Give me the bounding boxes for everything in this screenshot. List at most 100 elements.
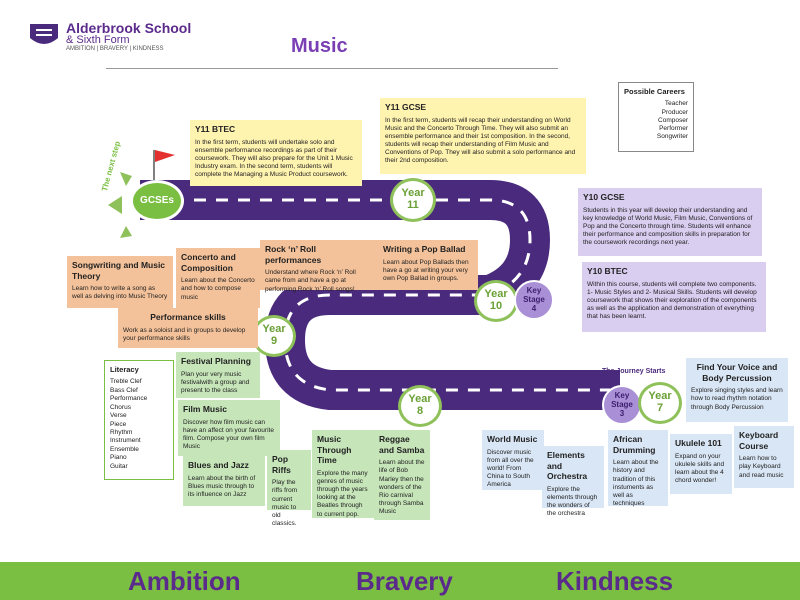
box-text: Learn about the history and tradition of… xyxy=(613,459,659,507)
box-title: Film Music xyxy=(183,404,227,414)
ks-label: Stage xyxy=(523,294,545,304)
year-number: 11 xyxy=(407,199,419,211)
literacy-item: Instrument xyxy=(110,437,141,445)
concerto-box: Concerto and Composition Learn about the… xyxy=(176,248,260,308)
school-motto: AMBITION | BRAVERY | KINDNESS xyxy=(66,46,164,52)
year-label: Year xyxy=(262,323,286,335)
year-9-stop: Year 9 xyxy=(252,315,296,357)
literacy-item: Guitar xyxy=(110,462,128,470)
film-music-box: Film Music Discover how film music can h… xyxy=(178,400,280,456)
year-label: Year xyxy=(484,288,508,300)
box-text: Plan your very music festivalwith a grou… xyxy=(181,370,250,394)
y10-btec-box: Y10 BTEC Within this course, students wi… xyxy=(582,262,766,332)
box-text: Learn how to play Keyboard and read musi… xyxy=(739,455,784,479)
year-8-stop: Year 8 xyxy=(398,385,442,427)
music-through-time-box: Music Through Time Explore the many genr… xyxy=(312,430,374,518)
literacy-item: Treble Clef xyxy=(110,378,142,386)
box-text: Expand on your ukulele skills and learn … xyxy=(675,452,725,484)
ukulele-box: Ukulele 101 Expand on your ukulele skill… xyxy=(670,434,732,494)
box-text: In the first term, students will recap t… xyxy=(385,116,576,165)
box-text: Learn about the life of Bob Marley then … xyxy=(379,459,425,515)
box-title: Performance skills xyxy=(150,312,226,322)
pop-riffs-box: Pop Riffs Play the riffs from current mu… xyxy=(267,450,311,527)
box-title: Music Through Time xyxy=(317,434,352,466)
box-title: Keyboard Course xyxy=(739,430,779,451)
year-number: 9 xyxy=(270,335,278,347)
careers-title: Possible Careers xyxy=(624,87,685,96)
page-title: Music xyxy=(291,35,348,57)
box-text: Students in this year will develop their… xyxy=(583,206,753,247)
box-text: Learn how to write a song as well as del… xyxy=(72,285,168,301)
box-title: Reggae and Samba xyxy=(379,434,425,455)
box-title: Y11 GCSE xyxy=(385,102,427,112)
keyboard-course-box: Keyboard Course Learn how to play Keyboa… xyxy=(734,426,794,488)
box-title: African Drumming xyxy=(613,434,656,455)
box-text: Discover how film music can have an affe… xyxy=(183,418,274,450)
songwriting-box: Songwriting and Music Theory Learn how t… xyxy=(67,256,173,308)
performance-box: Performance skills Work as a soloist and… xyxy=(118,308,258,348)
box-title: Y11 BTEC xyxy=(195,124,236,134)
literacy-box: Literacy Treble Clef Bass Clef Performan… xyxy=(104,360,174,480)
box-title: Festival Planning xyxy=(181,356,251,366)
box-title: Writing a Pop Ballad xyxy=(383,244,466,254)
career-item: Teacher xyxy=(664,100,688,108)
find-your-voice-box: Find Your Voice and Body Percussion Expl… xyxy=(686,358,788,422)
reggae-samba-box: Reggae and Samba Learn about the life of… xyxy=(374,430,430,520)
y10-gcse-box: Y10 GCSE Students in this year will deve… xyxy=(578,188,762,256)
school-name: Alderbrook School xyxy=(66,20,192,36)
box-title: Songwriting and Music Theory xyxy=(72,260,166,281)
y11-btec-box: Y11 BTEC In the first term, students wil… xyxy=(190,120,362,186)
box-text: Within this course, students will comple… xyxy=(587,280,757,321)
careers-box: Possible Careers Teacher Producer Compos… xyxy=(618,82,694,152)
literacy-item: Performance xyxy=(110,395,148,403)
year-label: Year xyxy=(648,390,672,402)
gcses-label: GCSEs xyxy=(140,195,174,206)
box-title: Y10 BTEC xyxy=(587,266,628,276)
career-item: Performer xyxy=(659,124,688,132)
key-stage-3-badge: Key Stage 3 xyxy=(602,385,642,425)
year-10-stop: Year 10 xyxy=(474,280,518,322)
box-title: Concerto and Composition xyxy=(181,252,236,273)
box-text: Work as a soloist and in groups to devel… xyxy=(123,326,246,342)
box-title: Rock ‘n’ Roll performances xyxy=(265,244,322,265)
box-title: Ukulele 101 xyxy=(675,438,722,448)
ks-label: 4 xyxy=(531,303,537,313)
year-number: 8 xyxy=(416,405,424,417)
journey-starts-label: The Journey Starts xyxy=(602,368,666,375)
box-text: Explore the many genres of music through… xyxy=(317,469,368,518)
box-title: Y10 GCSE xyxy=(583,192,625,202)
footer-ambition: Ambition xyxy=(128,566,241,596)
gcses-badge: GCSEs xyxy=(130,180,184,222)
box-text: Discover music from all over the world! … xyxy=(487,448,534,489)
elements-orchestra-box: Elements and Orchestra Explore the eleme… xyxy=(542,446,604,517)
literacy-item: Piano xyxy=(110,454,127,462)
literacy-item: Verse xyxy=(110,412,127,420)
year-number: 7 xyxy=(656,402,664,414)
career-item: Composer xyxy=(658,116,688,124)
year-label: Year xyxy=(408,393,432,405)
year-number: 10 xyxy=(489,300,503,312)
box-text: Explore the elements through the wonders… xyxy=(547,485,598,518)
ks-label: Key xyxy=(526,286,542,295)
literacy-item: Chorus xyxy=(110,403,131,411)
blues-jazz-box: Blues and Jazz Learn about the birth of … xyxy=(183,456,265,506)
title-divider xyxy=(106,68,558,69)
box-text: In the first term, students will underta… xyxy=(195,138,353,179)
career-item: Songwriter xyxy=(656,132,688,140)
african-drumming-box: African Drumming Learn about the history… xyxy=(608,430,668,507)
y11-gcse-box: Y11 GCSE In the first term, students wil… xyxy=(380,98,586,174)
box-text: Explore singing styles and learn how to … xyxy=(691,387,783,411)
school-logo xyxy=(26,22,62,50)
box-title: Blues and Jazz xyxy=(188,460,249,470)
pop-ballad-box: Writing a Pop Ballad Learn about Pop Bal… xyxy=(378,240,478,290)
box-title: Pop Riffs xyxy=(272,454,291,475)
world-music-box: World Music Discover music from all over… xyxy=(482,430,544,490)
school-name-2: & Sixth Form xyxy=(66,34,130,46)
literacy-title: Literacy xyxy=(110,365,139,374)
box-text: Learn about the Concerto and how to comp… xyxy=(181,277,255,301)
rock-n-roll-box: Rock ‘n’ Roll performances Understand wh… xyxy=(260,240,378,293)
year-label: Year xyxy=(401,187,425,199)
festival-box: Festival Planning Plan your very music f… xyxy=(176,352,260,398)
box-text: Understand where Rock ‘n’ Roll came from… xyxy=(265,269,356,293)
